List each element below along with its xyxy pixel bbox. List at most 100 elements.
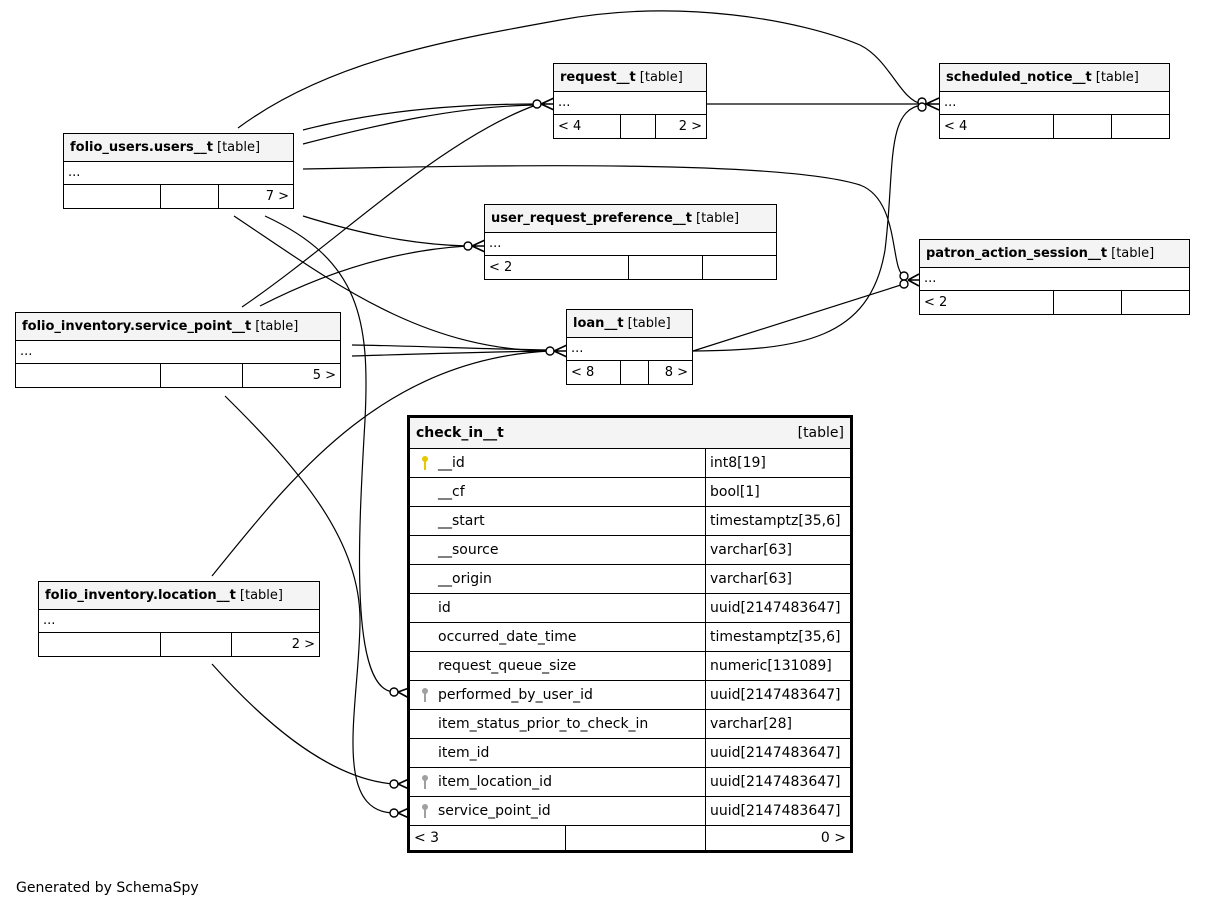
table-kind: [table] <box>797 425 844 441</box>
table-kind: [table] <box>255 319 299 334</box>
table-name: user_request_preference__t <box>491 211 693 226</box>
child-count <box>703 256 776 279</box>
table-patron-action-session[interactable]: patron_action_session__t[table] ... < 2 <box>919 239 1190 315</box>
parent-count <box>39 633 161 656</box>
table-kind: [table] <box>1095 70 1139 85</box>
parent-count: < 2 <box>485 256 629 279</box>
table-request[interactable]: request__t[table] ... < 4 2 > <box>553 63 707 139</box>
table-ellipsis: ... <box>39 610 319 633</box>
table-kind: [table] <box>1111 246 1155 261</box>
column-name-text: __origin <box>438 571 492 587</box>
child-count <box>1112 115 1169 138</box>
column-name: request_queue_size <box>410 652 706 680</box>
endpoint-item-location <box>389 779 399 789</box>
row-count <box>629 256 703 279</box>
table-footer: < 2 <box>920 291 1189 314</box>
parent-count <box>16 364 161 387</box>
fork-patron-session <box>907 273 920 287</box>
table-kind: [table] <box>696 211 740 226</box>
column-name: id <box>410 594 706 622</box>
table-location[interactable]: folio_inventory.location__t[table] ... 2… <box>38 581 320 657</box>
parent-count: < 2 <box>920 291 1054 314</box>
child-count: 5 > <box>312 368 336 383</box>
table-loan[interactable]: loan__t[table] ... < 8 8 > <box>566 309 693 385</box>
table-user-request-preference[interactable]: user_request_preference__t[table] ... < … <box>484 204 777 280</box>
edge-sp-loan-b <box>351 350 550 357</box>
table-footer: 7 > <box>64 185 293 208</box>
column-type: uuid[2147483647] <box>710 774 841 790</box>
column-name: __start <box>410 507 706 535</box>
column-name: __source <box>410 536 706 564</box>
table-name: loan__t <box>573 316 624 331</box>
table-footer: < 4 <box>940 115 1169 138</box>
table-ellipsis: ... <box>485 233 776 256</box>
parent-count: < 4 <box>940 115 1054 138</box>
column-type: timestamptz[35,6] <box>710 513 841 529</box>
column-name-text: id <box>438 600 451 616</box>
table-name: scheduled_notice__t <box>946 70 1092 85</box>
column-name: item_id <box>410 739 706 767</box>
table-header: patron_action_session__t[table] <box>920 240 1189 268</box>
column-name-text: item_location_id <box>438 774 552 790</box>
row-count <box>161 633 232 656</box>
edge-sp-loan-a <box>351 344 550 351</box>
column-name-text: performed_by_user_id <box>438 687 593 703</box>
primary-key-icon <box>422 456 428 470</box>
endpoint-patron-session-b <box>899 279 909 289</box>
table-header: request__t[table] <box>554 64 706 92</box>
table-scheduled-notice[interactable]: scheduled_notice__t[table] ... < 4 <box>939 63 1170 139</box>
row-count <box>161 185 219 208</box>
endpoint-loan <box>545 346 555 356</box>
table-ellipsis: ... <box>920 268 1189 291</box>
child-count: 2 > <box>678 119 702 134</box>
column-name: __cf <box>410 478 706 506</box>
table-header: scheduled_notice__t[table] <box>940 64 1169 92</box>
table-footer: 5 > <box>16 364 340 387</box>
edge-users-urp <box>302 215 468 247</box>
foreign-key-icon <box>422 688 428 702</box>
column-name-text: request_queue_size <box>438 658 577 674</box>
table-ellipsis: ... <box>554 92 706 115</box>
column-name-text: service_point_id <box>438 803 551 819</box>
column-row: item_status_prior_to_check_in varchar[28] <box>410 710 850 739</box>
column-type: int8[19] <box>710 455 766 471</box>
table-service-point[interactable]: folio_inventory.service_point__t[table] … <box>15 312 341 388</box>
column-name-text: item_status_prior_to_check_in <box>438 716 649 732</box>
column-row: item_location_id uuid[2147483647] <box>410 768 850 797</box>
parent-count <box>64 185 161 208</box>
edge-users-request-a <box>302 103 537 131</box>
table-header: folio_inventory.location__t[table] <box>39 582 319 610</box>
table-kind: [table] <box>639 70 683 85</box>
table-ellipsis: ... <box>940 92 1169 115</box>
column-name-text: item_id <box>438 745 490 761</box>
parent-count: < 8 <box>567 361 621 384</box>
column-name-text: __start <box>438 513 485 529</box>
table-footer: < 8 8 > <box>567 361 692 384</box>
foreign-key-icon <box>422 804 428 818</box>
row-count <box>1054 291 1122 314</box>
table-folio-users[interactable]: folio_users.users__t[table] ... 7 > <box>63 133 294 209</box>
table-footer: < 2 <box>485 256 776 279</box>
column-name: occurred_date_time <box>410 623 706 651</box>
endpoint-service-point <box>389 808 399 818</box>
column-type: varchar[28] <box>710 716 792 732</box>
table-footer: < 4 2 > <box>554 115 706 138</box>
edge-sp-urp <box>259 245 468 307</box>
endpoint-performed-by <box>389 687 399 697</box>
column-type: uuid[2147483647] <box>710 687 841 703</box>
endpoint-patron-session-a <box>899 271 909 281</box>
table-name: patron_action_session__t <box>926 246 1108 261</box>
table-kind: [table] <box>627 316 671 331</box>
child-count: 8 > <box>664 365 688 380</box>
table-ellipsis: ... <box>64 162 293 185</box>
child-count <box>1122 291 1189 314</box>
row-count <box>621 115 656 138</box>
